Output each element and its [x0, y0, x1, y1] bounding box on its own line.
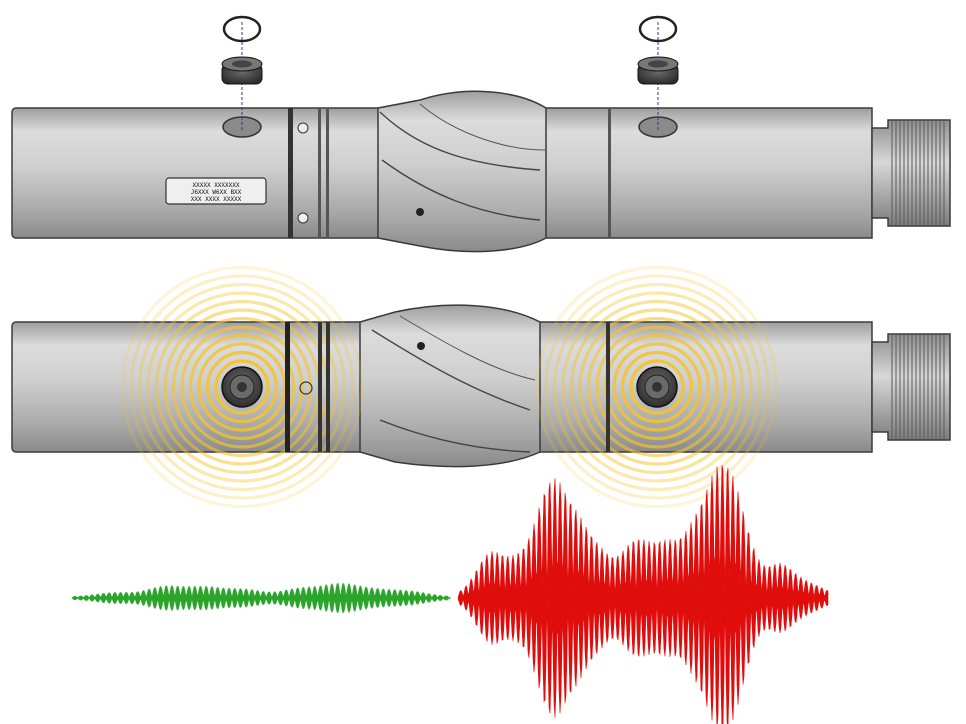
emission-ring: [612, 342, 702, 432]
sensor-port-icon: [221, 366, 263, 408]
engraving-line: XXXXX XXXXXXX: [193, 182, 240, 189]
low-amplitude-signal: [71, 582, 451, 614]
emission-ring: [137, 282, 347, 492]
emission-ring: [171, 316, 313, 458]
sensor-cap-icon: [221, 56, 263, 85]
emission-ring: [129, 274, 355, 500]
emission-ring: [214, 359, 270, 415]
emission-ring: [552, 282, 762, 492]
engraving-line: XXX XXXX XXXXX: [191, 196, 242, 203]
emission-ring: [569, 299, 745, 475]
collar-groove: [326, 322, 330, 452]
emission-ring: [205, 350, 279, 424]
engraving-line: J6XXX W6XX BXX: [191, 189, 242, 196]
tool-body-left: [11, 107, 388, 239]
threaded-pin-icon: [871, 119, 951, 227]
collar-groove: [608, 108, 611, 238]
small-port: [297, 122, 309, 134]
stabilizer-blade-icon: [359, 304, 541, 468]
emission-ring: [629, 359, 685, 415]
collar-groove: [318, 322, 322, 452]
tool-body-right: [519, 107, 873, 239]
high-amplitude-signal: [457, 465, 829, 724]
thread-lines: [891, 121, 945, 225]
engraving-plate: [165, 177, 267, 205]
top-tool: XXXXX XXXXXXX J6XXX W6XX BXX XXX XXXX XX…: [11, 15, 951, 253]
sensor-port-icon: [636, 366, 678, 408]
emission-ring: [595, 325, 719, 449]
emission-rings-icon: [120, 265, 364, 509]
emission-ring: [561, 291, 753, 483]
stabilizer-blade-edge: [379, 111, 541, 171]
emission-ring: [535, 265, 779, 509]
emission-ring: [603, 333, 711, 441]
o-ring-icon: [222, 15, 262, 43]
stabilizer-blade-edge: [379, 419, 531, 453]
small-port: [299, 381, 313, 395]
stabilizer-blade-edge: [381, 159, 541, 221]
collar-groove: [285, 322, 290, 452]
emission-ring: [586, 316, 728, 458]
stabilizer-blade-edge: [419, 103, 546, 151]
emission-ring: [180, 325, 304, 449]
thread-lines: [891, 335, 945, 439]
bottom-tool: [11, 265, 951, 509]
threaded-pin-icon: [871, 333, 951, 441]
collar-groove: [606, 322, 610, 452]
emission-ring: [188, 333, 296, 441]
emission-ring: [578, 308, 736, 466]
sensor-cap-icon: [637, 56, 679, 85]
collar-groove: [288, 108, 293, 238]
collar-groove: [318, 108, 321, 238]
stabilizer-blade-edge: [399, 315, 536, 381]
emission-ring: [544, 274, 770, 500]
stabilizer-blade-icon: [377, 90, 547, 253]
collar-groove: [326, 108, 329, 238]
o-ring-icon: [638, 15, 678, 43]
emission-ring: [620, 350, 694, 424]
stabilizer-blade-edge: [371, 329, 531, 411]
emission-ring: [146, 291, 338, 483]
stabilizer-hole: [416, 208, 424, 216]
stabilizer-hole: [417, 342, 425, 350]
emission-ring: [120, 265, 364, 509]
small-port: [297, 212, 309, 224]
emission-rings-icon: [535, 265, 779, 509]
